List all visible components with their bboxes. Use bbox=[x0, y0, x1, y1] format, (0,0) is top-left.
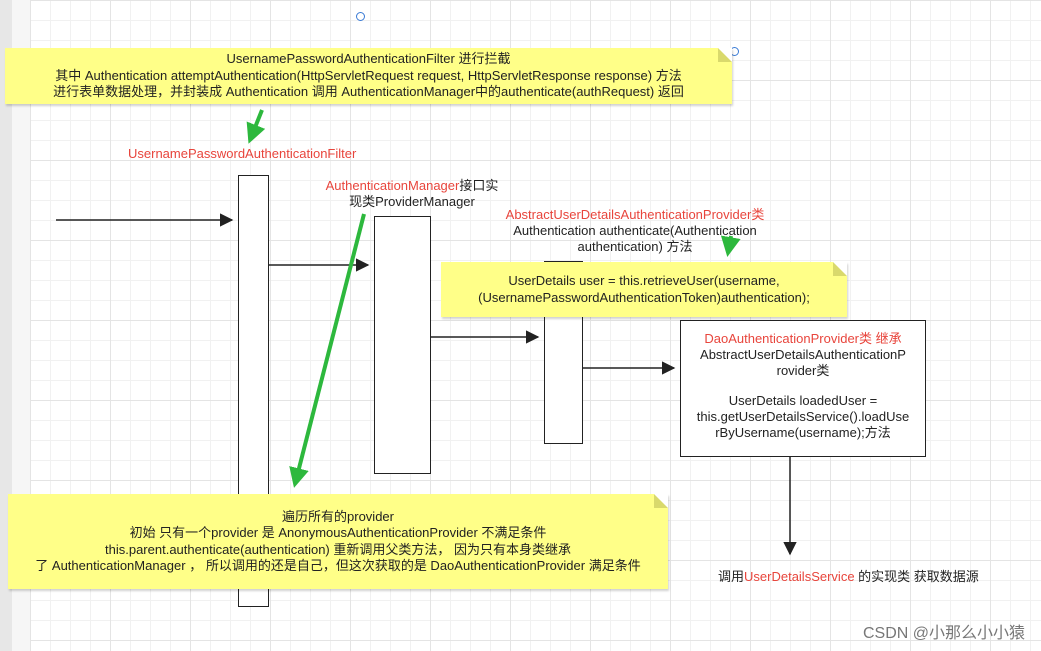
green-arrow-filter bbox=[246, 109, 266, 144]
abstract-label-line2: Authentication authenticate(Authenticati… bbox=[513, 223, 757, 238]
note-fold bbox=[718, 48, 732, 62]
note-fold bbox=[833, 262, 847, 276]
note-retrieve-user[interactable]: UserDetails user = this.retrieveUser(use… bbox=[441, 262, 847, 317]
green-arrow-abstract bbox=[720, 235, 741, 257]
selection-handle-top[interactable] bbox=[356, 12, 365, 21]
note-filter-intercept[interactable]: UsernamePasswordAuthenticationFilter 进行拦… bbox=[5, 48, 732, 104]
manager-label-rest: 接口实 bbox=[459, 178, 499, 193]
left-panel bbox=[12, 0, 30, 651]
note-fold bbox=[654, 494, 668, 508]
service-label-red: UserDetailsService bbox=[744, 569, 855, 584]
note-line: 了 AuthenticationManager ， 所以调用的还是自己，但这次获… bbox=[35, 558, 641, 573]
manager-label-line2: 现类ProviderManager bbox=[349, 194, 475, 209]
note-line: 进行表单数据处理，并封装成 Authentication 调用 Authenti… bbox=[53, 84, 684, 100]
note-iterate-providers[interactable]: 遍历所有的provider 初始 只有一个provider 是 Anonymou… bbox=[8, 494, 668, 589]
note-line: UsernamePasswordAuthenticationFilter 进行拦… bbox=[226, 51, 511, 67]
csdn-watermark: CSDN @小那么小小猿 bbox=[862, 625, 1025, 642]
service-label-post: 的实现类 获取数据源 bbox=[854, 569, 979, 584]
dao-box-line5: this.getUserDetailsService().loadUse bbox=[696, 409, 910, 424]
manager-label: AuthenticationManager接口实 现类ProviderManag… bbox=[317, 178, 507, 210]
dao-provider-box[interactable]: DaoAuthenticationProvider类 继承 AbstractUs… bbox=[680, 320, 926, 457]
note-line: (UsernamePasswordAuthenticationToken)aut… bbox=[478, 289, 810, 305]
green-arrow-manager bbox=[289, 213, 366, 488]
dao-box-line2: AbstractUserDetailsAuthenticationP bbox=[700, 347, 906, 362]
filter-label: UsernamePasswordAuthenticationFilter bbox=[128, 146, 357, 161]
dao-box-line4: UserDetails loadedUser = bbox=[728, 393, 878, 408]
service-label: 调用UserDetailsService 的实现类 获取数据源 bbox=[718, 569, 979, 585]
note-line: this.parent.authenticate(authentication)… bbox=[105, 541, 571, 557]
service-label-pre: 调用 bbox=[718, 569, 745, 584]
lifeline-provider-manager[interactable] bbox=[374, 216, 431, 474]
note-line: 初始 只有一个provider 是 AnonymousAuthenticatio… bbox=[129, 525, 547, 540]
dao-box-red: DaoAuthenticationProvider类 继承 bbox=[704, 331, 902, 346]
abstract-label-red: AbstractUserDetailsAuthenticationProvide… bbox=[505, 207, 765, 222]
note-line: 遍历所有的provider bbox=[282, 508, 394, 524]
dao-box-line3: rovider类 bbox=[776, 363, 830, 378]
note-line: 其中 Authentication attemptAuthentication(… bbox=[55, 67, 682, 83]
abstract-provider-label: AbstractUserDetailsAuthenticationProvide… bbox=[480, 207, 790, 255]
note-line: UserDetails user = this.retrieveUser(use… bbox=[508, 273, 780, 288]
dao-box-line6: rByUsername(username);方法 bbox=[715, 425, 891, 440]
abstract-label-line3: authentication) 方法 bbox=[577, 239, 693, 254]
manager-label-red: AuthenticationManager bbox=[325, 178, 460, 193]
